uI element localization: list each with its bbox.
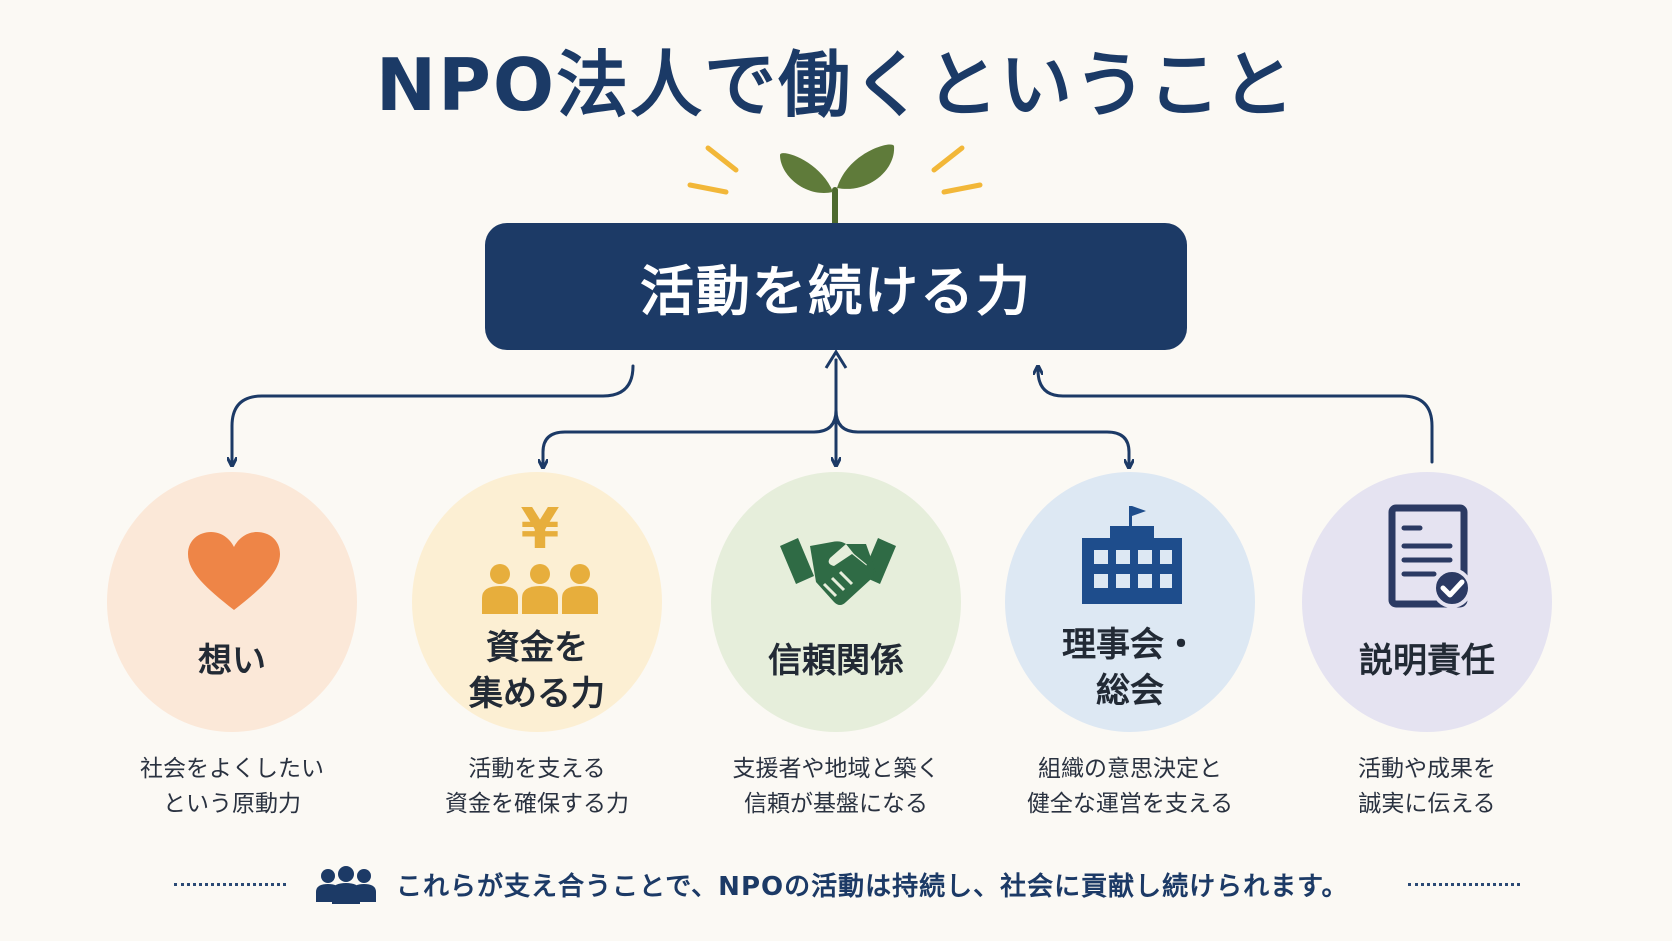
node-desc-fundraising: 活動を支える 資金を確保する力: [445, 756, 629, 817]
node-title-line: 資金を: [486, 628, 588, 668]
connector-arrows: [0, 349, 1434, 480]
hero-box: 活動を続ける力: [485, 223, 1187, 350]
page-title: NPO法人で働くということ: [375, 43, 1297, 127]
node-desc-trust: 支援者や地域と築く 信頼が基盤になる: [732, 756, 940, 817]
node-title-line: 理事会・: [1062, 625, 1198, 665]
document-check-icon: [1388, 504, 1472, 608]
handshake-icon: [780, 538, 896, 605]
people-group-icon: [316, 866, 376, 904]
footer-text: これらが支え合うことで、NPOの活動は持続し、社会に貢献し続けられます。: [396, 872, 1349, 902]
node-title-accountability: 説明責任: [1359, 641, 1495, 681]
node-title-fundraising: 資金を 集める力: [412, 625, 662, 717]
yen-people-icon: ¥: [482, 498, 598, 614]
node-desc-board: 組織の意思決定と 健全な運営を支える: [1026, 756, 1234, 817]
node-title-omoi: 想い: [198, 641, 266, 681]
svg-text:¥: ¥: [521, 498, 560, 562]
building-icon: [1082, 506, 1182, 604]
hero-label: 活動を続ける力: [640, 260, 1032, 323]
footer: これらが支え合うことで、NPOの活動は持続し、社会に貢献し続けられます。: [0, 862, 1672, 908]
sprout-icon: [687, 144, 983, 228]
node-title-line: 総会: [1096, 671, 1164, 711]
node-title-board: 理事会・ 総会: [1005, 622, 1255, 714]
node-desc-accountability: 活動や成果を 誠実に伝える: [1358, 756, 1496, 817]
footer-divider-right: [1408, 883, 1520, 886]
heart-icon: [188, 532, 280, 610]
node-desc-omoi: 社会をよくしたい という原動力: [140, 756, 324, 817]
node-title-trust: 信頼関係: [768, 641, 904, 681]
footer-divider-left: [174, 883, 286, 886]
node-title-line: 集める力: [469, 674, 605, 714]
